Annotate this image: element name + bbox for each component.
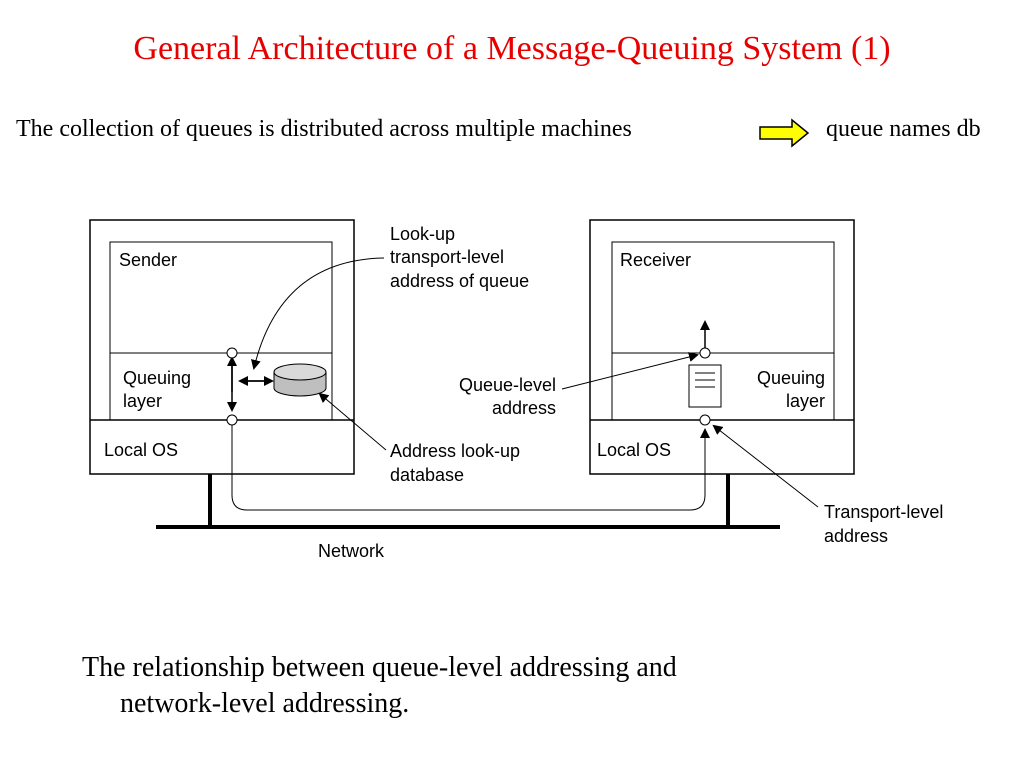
slide-title: General Architecture of a Message-Queuin…	[133, 30, 891, 67]
transport-level-label-2: address	[824, 526, 888, 546]
figure-caption: The relationship between queue-level add…	[82, 650, 842, 722]
receiver-layer-label: layer	[786, 391, 825, 411]
sender-upper-port	[226, 347, 238, 359]
sender-os-label: Local OS	[104, 440, 178, 460]
receiver-lower-port	[699, 414, 711, 426]
receiver-os-label: Local OS	[597, 440, 671, 460]
address-db-pointer	[318, 392, 387, 451]
caption-line-2: network-level addressing.	[120, 688, 410, 719]
lookup-note-2: transport-level	[390, 247, 504, 267]
receiver-queuing-label: Queuing	[757, 368, 825, 388]
right-arrow-icon	[759, 118, 810, 148]
address-db-label-1: Address look-up	[390, 441, 520, 461]
receiver-upper-port	[699, 347, 711, 359]
caption-line-1: The relationship between queue-level add…	[82, 652, 677, 683]
database-icon	[273, 363, 327, 397]
queue-level-label-2: address	[492, 398, 556, 418]
network: Network	[156, 474, 780, 561]
sender-queuing-label: Queuing	[123, 368, 191, 388]
sender-lower-port	[226, 414, 238, 426]
receiver-label: Receiver	[620, 250, 691, 270]
queue-level-label-1: Queue-level	[459, 375, 556, 395]
transport-level-pointer	[712, 424, 819, 508]
sender-layer-label: layer	[123, 391, 162, 411]
address-db-label-2: database	[390, 465, 464, 485]
queue-level-pointer	[561, 352, 699, 390]
subtitle-text: The collection of queues is distributed …	[16, 116, 632, 142]
sender-label: Sender	[119, 250, 177, 270]
lookup-note-3: address of queue	[390, 271, 529, 291]
lookup-note-1: Look-up	[390, 224, 455, 244]
transport-level-label-1: Transport-level	[824, 502, 943, 522]
sender-machine: Sender Queuing layer Local OS	[89, 219, 355, 475]
queue-icon	[688, 364, 722, 408]
subtitle-result: queue names db	[826, 116, 981, 142]
message-path	[231, 420, 710, 511]
receiver-machine: Receiver Queuing layer Local OS	[589, 219, 855, 475]
network-label: Network	[318, 541, 385, 561]
lookup-pointer	[251, 257, 385, 370]
